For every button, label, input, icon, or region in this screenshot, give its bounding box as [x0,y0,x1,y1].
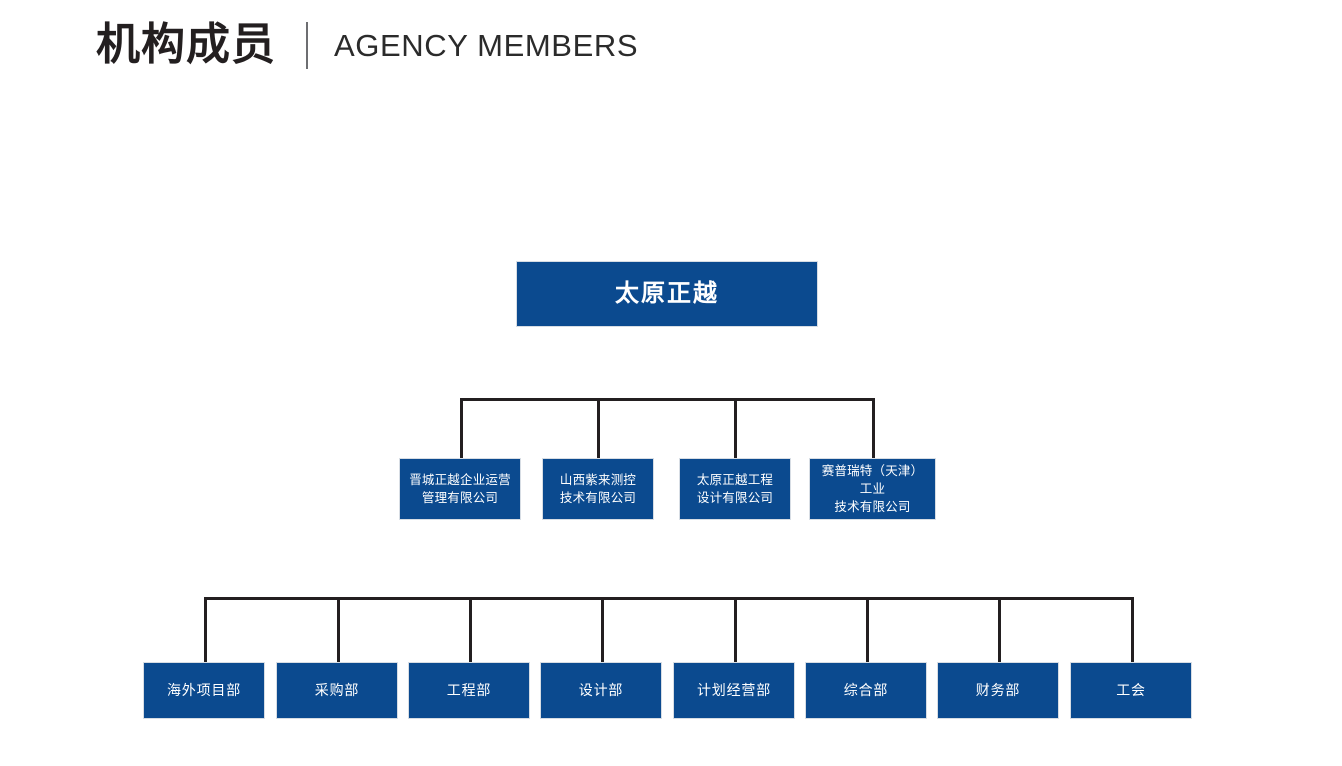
connector-drop-subsidiary-2 [597,398,600,460]
org-node-department-2[interactable]: 采购部 [276,662,398,719]
org-node-subsidiary-4-line1: 赛普瑞特（天津）工业 [821,463,924,496]
connector-drop-department-4 [601,597,604,663]
connector-drop-subsidiary-3 [734,398,737,460]
org-node-department-8[interactable]: 工会 [1070,662,1192,719]
org-node-subsidiary-2[interactable]: 山西紫来测控 技术有限公司 [542,458,654,520]
org-node-subsidiary-3[interactable]: 太原正越工程 设计有限公司 [679,458,791,520]
page-title-en: AGENCY MEMBERS [334,27,639,63]
org-node-subsidiary-1-line2: 管理有限公司 [421,491,499,505]
connector-drop-department-5 [734,597,737,663]
org-node-root[interactable]: 太原正越 [516,261,818,327]
org-node-subsidiary-3-line1: 太原正越工程 [696,472,774,487]
org-node-subsidiary-4[interactable]: 赛普瑞特（天津）工业 技术有限公司 [809,458,936,520]
connector-bar-subsidiaries [460,398,875,401]
connector-drop-department-1 [204,597,207,663]
org-node-subsidiary-2-line2: 技术有限公司 [559,491,637,505]
connector-drop-department-7 [998,597,1001,663]
org-node-department-6[interactable]: 综合部 [805,662,927,719]
org-node-department-7[interactable]: 财务部 [937,662,1059,719]
connector-drop-department-8 [1131,597,1134,663]
connector-drop-subsidiary-4 [872,398,875,460]
connector-drop-department-6 [866,597,869,663]
page-title-cn: 机构成员 [96,20,276,69]
org-node-department-1[interactable]: 海外项目部 [143,662,265,719]
org-node-department-5[interactable]: 计划经营部 [673,662,795,719]
org-node-subsidiary-1-line1: 晋城正越企业运营 [409,472,511,487]
title-divider [306,21,308,69]
org-node-subsidiary-4-line2: 技术有限公司 [834,500,911,515]
org-node-department-4[interactable]: 设计部 [540,662,662,719]
org-node-subsidiary-1[interactable]: 晋城正越企业运营 管理有限公司 [399,458,521,520]
connector-bar-departments [204,597,1134,600]
org-node-subsidiary-3-line2: 设计有限公司 [696,491,774,505]
connector-drop-department-2 [337,597,340,663]
connector-drop-department-3 [469,597,472,663]
connector-drop-subsidiary-1 [460,398,463,460]
org-node-subsidiary-2-line1: 山西紫来测控 [559,472,637,487]
org-node-department-3[interactable]: 工程部 [408,662,530,719]
page-header: 机构成员 AGENCY MEMBERS [96,14,638,76]
